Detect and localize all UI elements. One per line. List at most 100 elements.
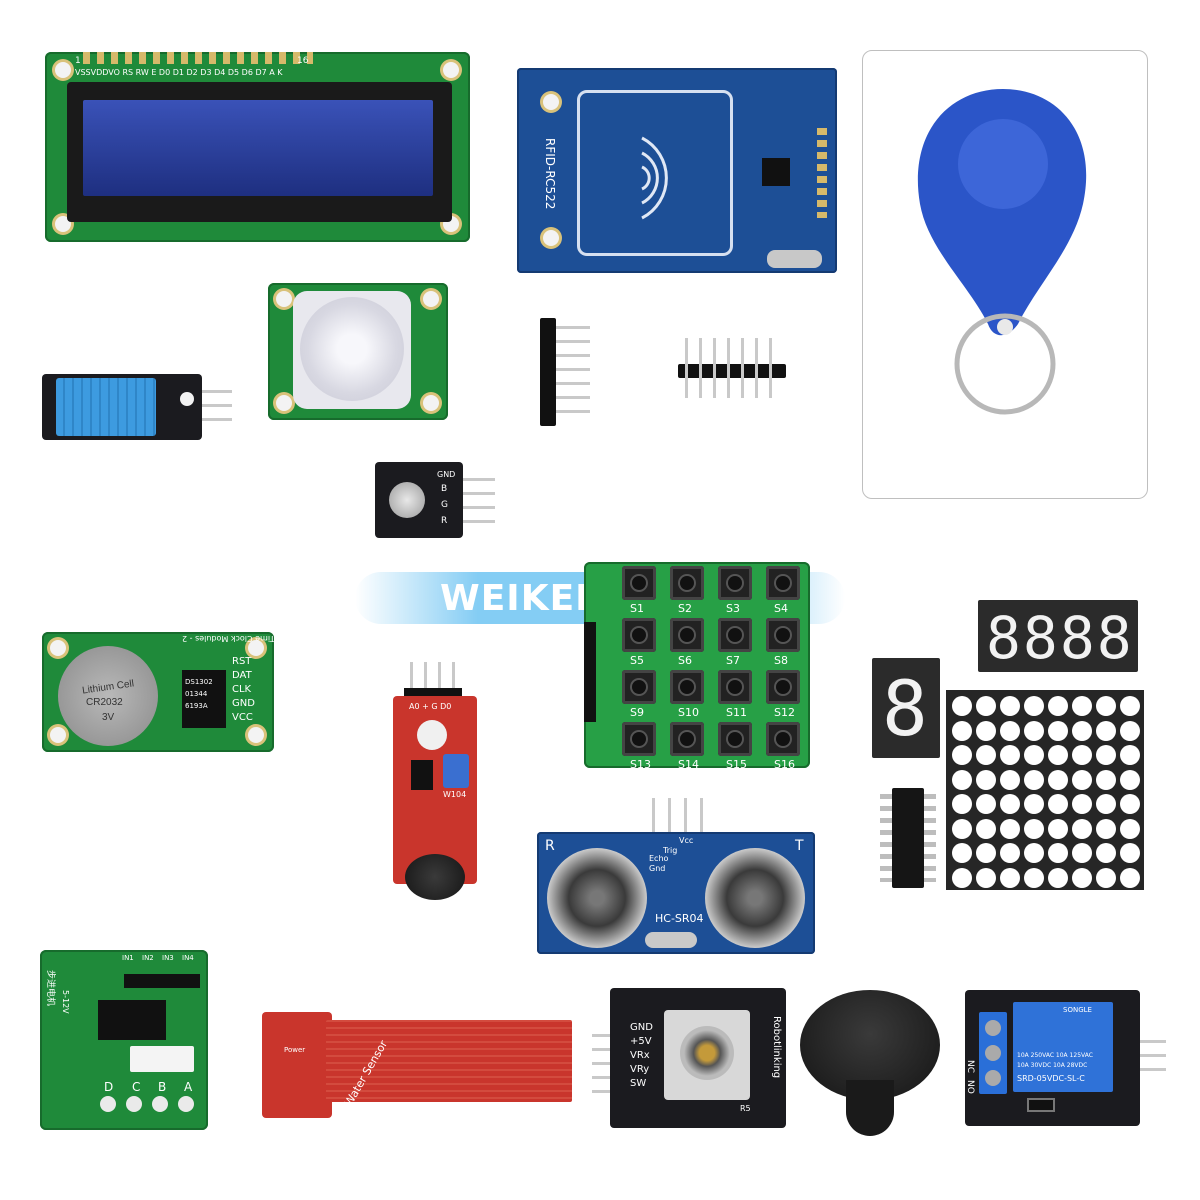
keypad-key-label: S3 bbox=[726, 602, 740, 615]
joystick-pin-gnd: GND bbox=[630, 1022, 653, 1033]
keypad-key[interactable] bbox=[622, 670, 656, 704]
seven-segment-1digit: 8 bbox=[872, 658, 940, 758]
matrix-led bbox=[1000, 843, 1020, 863]
rfid-label: RFID-RC522 bbox=[543, 138, 557, 210]
matrix-led bbox=[1096, 794, 1116, 814]
matrix-led bbox=[1120, 720, 1140, 741]
rtc-pin-dat: DAT bbox=[232, 670, 252, 681]
keypad-key[interactable] bbox=[718, 670, 752, 704]
lcd-screen bbox=[83, 100, 433, 196]
matrix-led bbox=[1024, 818, 1044, 839]
matrix-led bbox=[976, 843, 996, 863]
keypad-key[interactable] bbox=[622, 566, 656, 600]
stepper-driver-module: 步进电机 5-12V IN1 IN2 IN3 IN4 D C B A bbox=[40, 950, 208, 1130]
keypad-key-label: S10 bbox=[678, 706, 699, 719]
matrix-led bbox=[1024, 720, 1044, 741]
matrix-led bbox=[1096, 745, 1116, 765]
stepper-in1: IN1 bbox=[122, 954, 134, 962]
ic-dip-chip bbox=[880, 788, 936, 888]
matrix-led bbox=[952, 818, 972, 839]
seven-segment-4digit: 8888 bbox=[978, 600, 1138, 672]
matrix-led bbox=[1024, 769, 1044, 790]
keypad-key[interactable] bbox=[766, 566, 800, 600]
stepper-led bbox=[126, 1096, 142, 1112]
stepper-input-header bbox=[124, 974, 200, 988]
joystick-brand: Robotlinking bbox=[771, 1016, 782, 1079]
matrix-led bbox=[952, 745, 972, 765]
keypad-key[interactable] bbox=[622, 618, 656, 652]
lcd-1602-module: 1 16 VSSVDDVO RS RW E D0 D1 D2 D3 D4 D5 … bbox=[45, 52, 470, 242]
rtc-battery-volt: 3V bbox=[102, 712, 115, 723]
stepper-in3: IN3 bbox=[162, 954, 174, 962]
keypad-key[interactable] bbox=[766, 618, 800, 652]
joystick-stick[interactable] bbox=[680, 1026, 734, 1080]
keypad-key-label: S16 bbox=[774, 758, 795, 771]
keypad-key[interactable] bbox=[622, 722, 656, 756]
matrix-led bbox=[1000, 818, 1020, 839]
rgb-pin-g: G bbox=[441, 500, 448, 510]
keypad-key[interactable] bbox=[718, 722, 752, 756]
joystick-pin-5v: +5V bbox=[630, 1036, 652, 1047]
matrix-led bbox=[1000, 867, 1020, 888]
matrix-led bbox=[1072, 818, 1092, 839]
keypad-key[interactable] bbox=[670, 618, 704, 652]
keypad-key-label: S15 bbox=[726, 758, 747, 771]
matrix-led bbox=[1072, 745, 1092, 765]
relay-model: SRD-05VDC-SL-C bbox=[1017, 1074, 1085, 1083]
matrix-led bbox=[1000, 794, 1020, 814]
water-sensor-module: Power Water Sensor bbox=[262, 1012, 572, 1118]
keypad-key[interactable] bbox=[670, 722, 704, 756]
stepper-led bbox=[152, 1096, 168, 1112]
mounting-hole bbox=[423, 395, 439, 411]
stepper-title: 步进电机 bbox=[45, 970, 55, 1007]
rtc-coin-battery bbox=[58, 646, 158, 746]
sound-comparator-chip bbox=[411, 760, 433, 790]
ultrasonic-pin-vcc: Vcc bbox=[679, 836, 694, 845]
matrix-led bbox=[952, 794, 972, 814]
pir-fresnel-lens bbox=[300, 297, 404, 401]
stepper-led-d: D bbox=[104, 1080, 114, 1094]
stepper-led-b: B bbox=[158, 1080, 167, 1094]
mounting-hole bbox=[276, 291, 292, 307]
rfid-rc522-module: RFID-RC522 bbox=[517, 68, 837, 273]
rtc-chip-1: DS1302 bbox=[185, 678, 213, 686]
matrix-led bbox=[1048, 720, 1068, 741]
keypad-key-label: S11 bbox=[726, 706, 747, 719]
keypad-key[interactable] bbox=[766, 722, 800, 756]
relay-diode bbox=[1029, 1100, 1053, 1110]
rgb-pin-b: B bbox=[441, 484, 448, 494]
stepper-in2: IN2 bbox=[142, 954, 154, 962]
sound-potentiometer bbox=[443, 754, 469, 788]
keypad-key[interactable] bbox=[670, 566, 704, 600]
matrix-led bbox=[952, 769, 972, 790]
ultrasonic-pin-trig: Trig bbox=[663, 846, 678, 855]
matrix-led bbox=[952, 696, 972, 716]
relay-spec-2: 10A 30VDC 10A 28VDC bbox=[1017, 1062, 1088, 1069]
rtc-pin-rst: RST bbox=[232, 656, 252, 667]
keypad-key[interactable] bbox=[766, 670, 800, 704]
keypad-key-label: S8 bbox=[774, 654, 788, 667]
relay-nc-label: NC bbox=[965, 1060, 975, 1074]
matrix-led bbox=[1048, 769, 1068, 790]
keypad-key[interactable] bbox=[718, 618, 752, 652]
keypad-key[interactable] bbox=[670, 670, 704, 704]
rtc-ds1302-module: MH-Real-Time Clock Modules - 2 Lithium C… bbox=[42, 632, 310, 752]
mounting-hole bbox=[55, 62, 71, 78]
keypad-key-label: S1 bbox=[630, 602, 644, 615]
rtc-battery-model: CR2032 bbox=[86, 697, 123, 708]
keyfob-icon bbox=[917, 89, 1087, 415]
matrix-led bbox=[952, 720, 972, 741]
keypad-key[interactable] bbox=[718, 566, 752, 600]
ultrasonic-transmitter bbox=[705, 848, 805, 948]
dht11-sensor-module bbox=[42, 374, 202, 440]
ultrasonic-model: HC-SR04 bbox=[655, 912, 704, 925]
keypad-header bbox=[584, 622, 596, 722]
matrix-led bbox=[1000, 745, 1020, 765]
stepper-voltage: 5-12V bbox=[61, 990, 70, 1014]
mounting-hole bbox=[50, 727, 66, 743]
rfid-wave-icon bbox=[641, 136, 668, 220]
matrix-led bbox=[1096, 867, 1116, 888]
ultrasonic-pin-gnd: Gnd bbox=[649, 864, 666, 873]
mounting-hole bbox=[417, 720, 447, 750]
pir-sensor-module bbox=[268, 283, 448, 420]
